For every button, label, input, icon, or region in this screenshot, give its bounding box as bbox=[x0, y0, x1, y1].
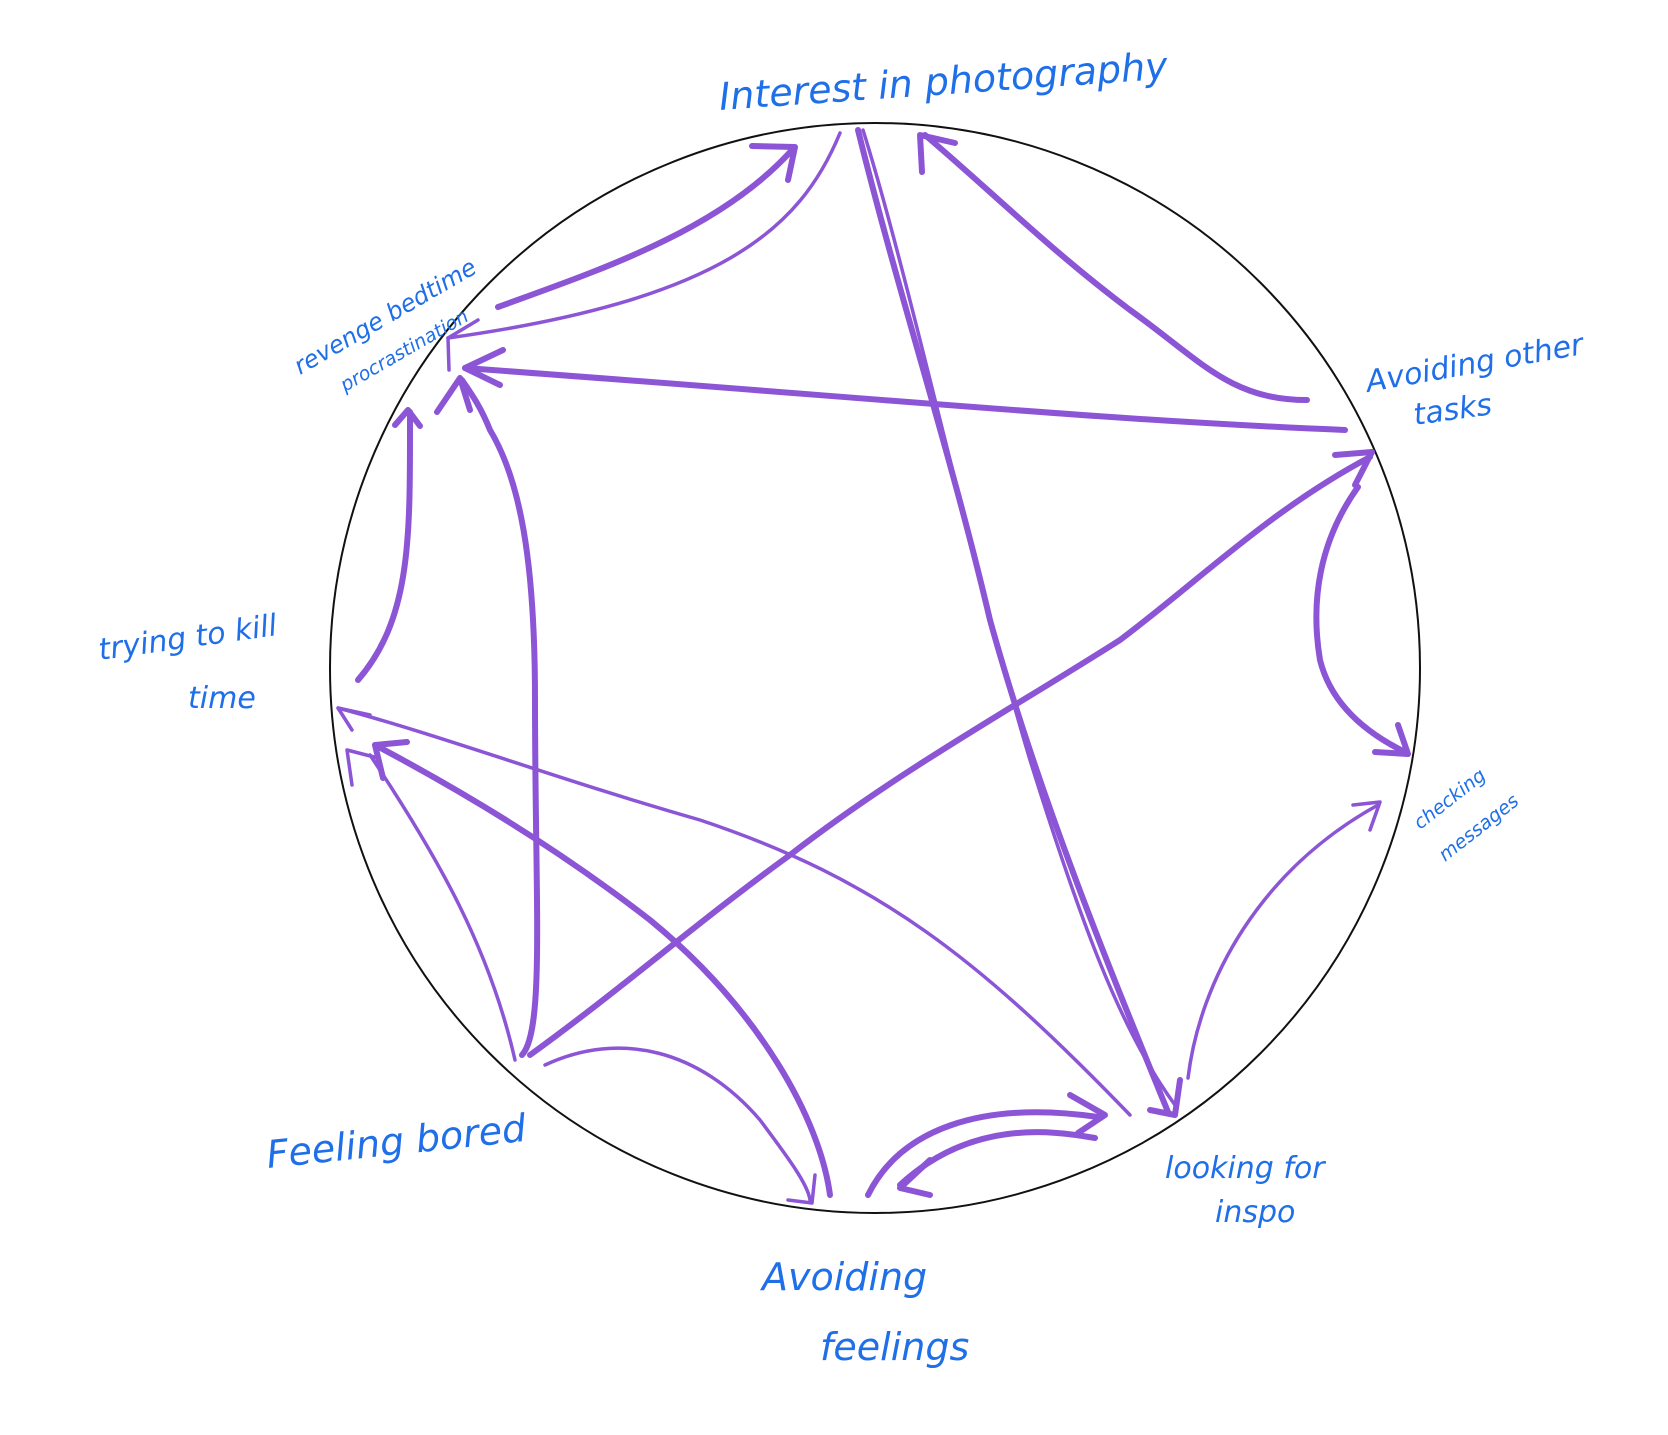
arrowhead-revenge-from-kill-time bbox=[392, 407, 423, 429]
edge-inspo-to-checking bbox=[1186, 803, 1380, 1080]
arrowhead-revenge-from-avoid-tasks bbox=[462, 347, 506, 388]
arrowhead-avoid-feelings-from-inspo bbox=[897, 1157, 933, 1198]
arrowhead-checking-from-inspo bbox=[1351, 800, 1382, 832]
edge-avoid-feelings-to-inspo bbox=[865, 1109, 1101, 1198]
label-avoid-tasks-line2: tasks bbox=[1411, 387, 1494, 433]
arrowhead-avoid-tasks-from-bored bbox=[1332, 449, 1375, 488]
label-photography: Interest in photography bbox=[718, 44, 1170, 119]
edge-avoid-tasks-to-checking bbox=[1313, 484, 1408, 755]
arrowhead-kill-time-from-inspo bbox=[336, 706, 372, 732]
arrowhead-kill-time-from-bored bbox=[345, 748, 380, 787]
edge-bored-to-avoid-feelings bbox=[543, 1046, 812, 1202]
label-inspo-line2: inspo bbox=[1215, 1195, 1295, 1230]
arrowhead-photography-from-revenge bbox=[749, 143, 798, 183]
cycle-circle bbox=[329, 122, 1421, 1214]
edge-kill-time-to-revenge bbox=[355, 409, 413, 683]
edges-group bbox=[336, 127, 1411, 1205]
edge-bored-to-revenge bbox=[459, 377, 541, 1058]
label-avoid-feelings-line2: feelings bbox=[820, 1325, 969, 1369]
edge-photography-to-revenge bbox=[446, 131, 842, 340]
edge-revenge-to-photography bbox=[495, 147, 795, 310]
edge-bored-to-avoid-tasks bbox=[527, 454, 1373, 1058]
arrowhead-inspo-from-photography bbox=[1147, 1077, 1183, 1118]
label-inspo-line1: looking for bbox=[1165, 1151, 1326, 1186]
arrowhead-avoid-feelings-from-bored bbox=[786, 1173, 817, 1205]
arrowhead-photography-from-avoid-tasks bbox=[917, 132, 958, 175]
label-kill-time-line1: trying to kill bbox=[96, 608, 280, 668]
arrowhead-revenge-from-photography bbox=[446, 318, 480, 372]
label-kill-time-line2: time bbox=[188, 681, 256, 716]
labels-group: Interest in photography revenge bedtime … bbox=[96, 44, 1587, 1369]
arrowhead-revenge-from-bored bbox=[434, 375, 473, 415]
label-bored: Feeling bored bbox=[264, 1106, 529, 1177]
arrowhead-kill-time-from-avoid-feelings bbox=[372, 739, 410, 781]
edge-bored-to-kill-time bbox=[368, 753, 517, 1062]
edge-inspo-to-kill-time bbox=[336, 706, 1132, 1117]
arrowhead-checking-from-avoid-tasks bbox=[1372, 722, 1411, 757]
arrowhead-inspo-from-avoid-feelings bbox=[1067, 1092, 1108, 1136]
edge-avoid-feelings-to-kill-time bbox=[372, 742, 833, 1198]
edge-avoid-tasks-to-photography bbox=[922, 132, 1310, 403]
edge-avoid-tasks-to-revenge bbox=[462, 365, 1348, 433]
edge-photography-to-inspo-b bbox=[861, 128, 1177, 1107]
label-avoid-feelings-line1: Avoiding bbox=[759, 1255, 927, 1299]
